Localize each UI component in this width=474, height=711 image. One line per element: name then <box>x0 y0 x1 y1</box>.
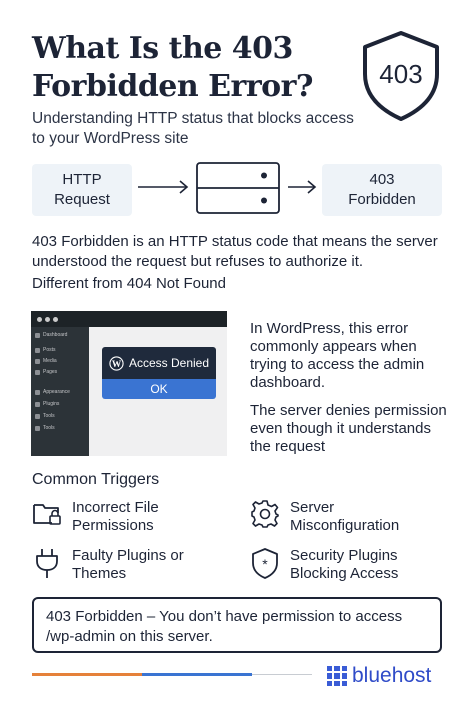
arrow-right-icon <box>288 180 317 194</box>
arrow-right-icon <box>138 180 189 194</box>
shield-icon: * <box>252 548 278 579</box>
trigger-label: Faulty Plugins or Themes <box>72 547 184 582</box>
http-request-label: HTTP Request <box>54 171 110 208</box>
wordpress-logo-icon: W <box>109 355 124 371</box>
trigger-item: Server Misconfiguration <box>250 499 450 535</box>
trigger-item: * Security Plugins Blocking Access <box>250 547 450 583</box>
svg-text:*: * <box>262 556 268 572</box>
difference-text: Different from 404 Not Found <box>32 275 226 292</box>
sidebar-item-tools: Tools <box>35 413 55 419</box>
forbidden-box: 403 Forbidden <box>322 164 442 216</box>
access-denied-dialog: W Access Denied OK <box>102 347 216 399</box>
sidebar-item-tools-2: Tools <box>35 425 55 431</box>
http-request-box: HTTP Request <box>32 164 132 216</box>
brand-name: bluehost <box>352 664 432 687</box>
divider-orange <box>32 673 142 676</box>
gear-icon <box>251 500 279 528</box>
sidebar-item-pages: Pages <box>35 369 57 375</box>
bluehost-grid-icon <box>327 666 347 686</box>
definition-text: 403 Forbidden is an HTTP status code tha… <box>32 233 438 270</box>
page-title: What Is the 403 Forbidden Error? <box>32 31 314 104</box>
trigger-label: Incorrect File Permissions <box>72 499 159 534</box>
window-titlebar <box>31 311 227 327</box>
forbidden-label: 403 Forbidden <box>348 171 416 208</box>
subtitle: Understanding HTTP status that blocks ac… <box>32 110 354 147</box>
admin-sidebar: Dashboard Posts Media Pages Appearance P… <box>31 327 89 456</box>
divider-blue <box>142 673 252 676</box>
error-notice: 403 Forbidden – You don’t have permissio… <box>32 597 442 653</box>
wordpress-explanation: In WordPress, this error commonly appear… <box>250 320 425 391</box>
ok-button[interactable]: OK <box>102 379 216 399</box>
brand-logo: bluehost <box>327 664 431 688</box>
trigger-item: Incorrect File Permissions <box>32 499 232 535</box>
wordpress-screenshot: Dashboard Posts Media Pages Appearance P… <box>31 311 227 456</box>
dialog-title: Access Denied <box>128 356 210 370</box>
sidebar-item-plugins: Plugins <box>35 401 59 407</box>
sidebar-item-appearance: Appearance <box>35 389 70 395</box>
permission-explanation: The server denies permission even though… <box>250 402 447 455</box>
trigger-item: Faulty Plugins or Themes <box>32 547 232 583</box>
svg-text:W: W <box>112 359 122 369</box>
sidebar-item-media: Media <box>35 358 57 364</box>
divider-grey <box>252 674 312 675</box>
trigger-label: Security Plugins Blocking Access <box>290 547 399 582</box>
server-icon <box>196 162 280 214</box>
shield-code: 403 <box>379 59 422 89</box>
sidebar-item-dashboard: Dashboard <box>35 332 67 338</box>
shield-icon: 403 <box>363 31 439 121</box>
sidebar-item-posts: Posts <box>35 347 56 353</box>
plug-icon <box>36 549 58 578</box>
trigger-label: Server Misconfiguration <box>290 499 400 534</box>
folder-lock-icon <box>33 504 61 525</box>
triggers-heading: Common Triggers <box>32 471 160 488</box>
